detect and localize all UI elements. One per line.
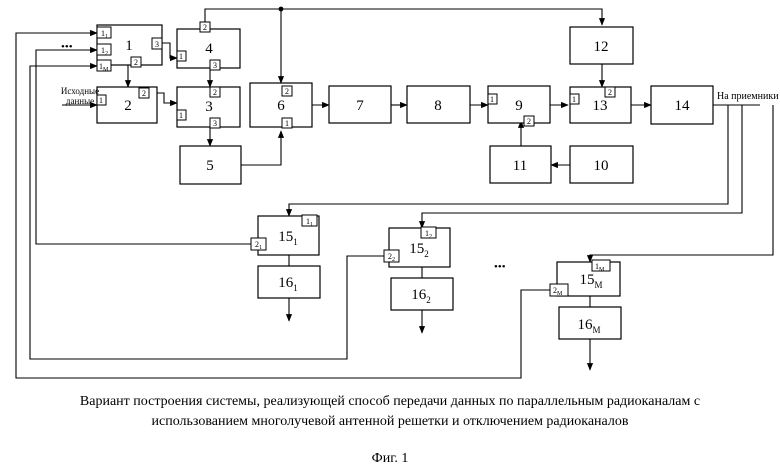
port-9-in-1-label: 1 [490, 95, 494, 104]
block-12-label: 12 [594, 39, 609, 55]
block-9-label: 9 [515, 98, 523, 114]
port-13-in-1-label: 1 [572, 95, 576, 104]
input-label-line1: Исходные [61, 86, 99, 96]
block-2-label: 2 [124, 98, 132, 114]
port-3-out-3-label: 3 [213, 119, 217, 128]
top-bus [205, 9, 602, 25]
block-14-label: 14 [675, 98, 691, 114]
ellipsis-inputs: ••• [61, 41, 73, 53]
port-3-in-2-label: 2 [213, 88, 217, 97]
block-6-label: 6 [277, 98, 285, 114]
caption-line-1: Вариант построения системы, реализующей … [0, 392, 780, 412]
block-13-label: 13 [593, 98, 608, 114]
block-10-label: 10 [594, 158, 609, 174]
block-diagram: 1 2 3 4 5 6 7 8 9 10 11 12 13 14 151 152 [0, 0, 780, 392]
caption-line-2: использованием многолучевой антенной реш… [0, 412, 780, 432]
output-label: На приемники [717, 91, 779, 102]
port-4-in-2-label: 2 [203, 23, 207, 32]
port-6-in-2-label: 2 [285, 87, 289, 96]
block-5-label: 5 [206, 158, 214, 174]
port-4-out-3-label: 3 [213, 61, 217, 70]
block-8-label: 8 [434, 98, 442, 114]
figure-caption: Вариант построения системы, реализующей … [0, 392, 780, 432]
port-6-in-1-label: 1 [285, 119, 289, 128]
port-4-in-1-label: 1 [179, 52, 183, 61]
ellipsis-channels: ••• [494, 261, 506, 273]
figure-label: Фиг. 1 [0, 451, 780, 467]
blocks: 1 2 3 4 5 6 7 8 9 10 11 12 13 14 151 152 [97, 25, 713, 339]
port-2-out-2-label: 2 [142, 89, 146, 98]
port-9-in-2-label: 2 [527, 117, 531, 126]
port-1-out-2-label: 2 [134, 58, 138, 67]
block-1-label: 1 [125, 38, 133, 54]
block-11-label: 11 [513, 158, 527, 174]
block-3-label: 3 [205, 99, 213, 115]
port-1-out-3-label: 3 [155, 40, 159, 49]
port-13-in-2-label: 2 [608, 88, 612, 97]
port-3-in-1-label: 1 [179, 111, 183, 120]
link-1-4 [162, 43, 177, 58]
block-4-label: 4 [205, 41, 213, 57]
block-7-label: 7 [356, 98, 364, 114]
input-label-line2: данные [66, 96, 94, 106]
link-5-6 [241, 131, 281, 165]
port-2-in-1-label: 1 [99, 96, 103, 105]
